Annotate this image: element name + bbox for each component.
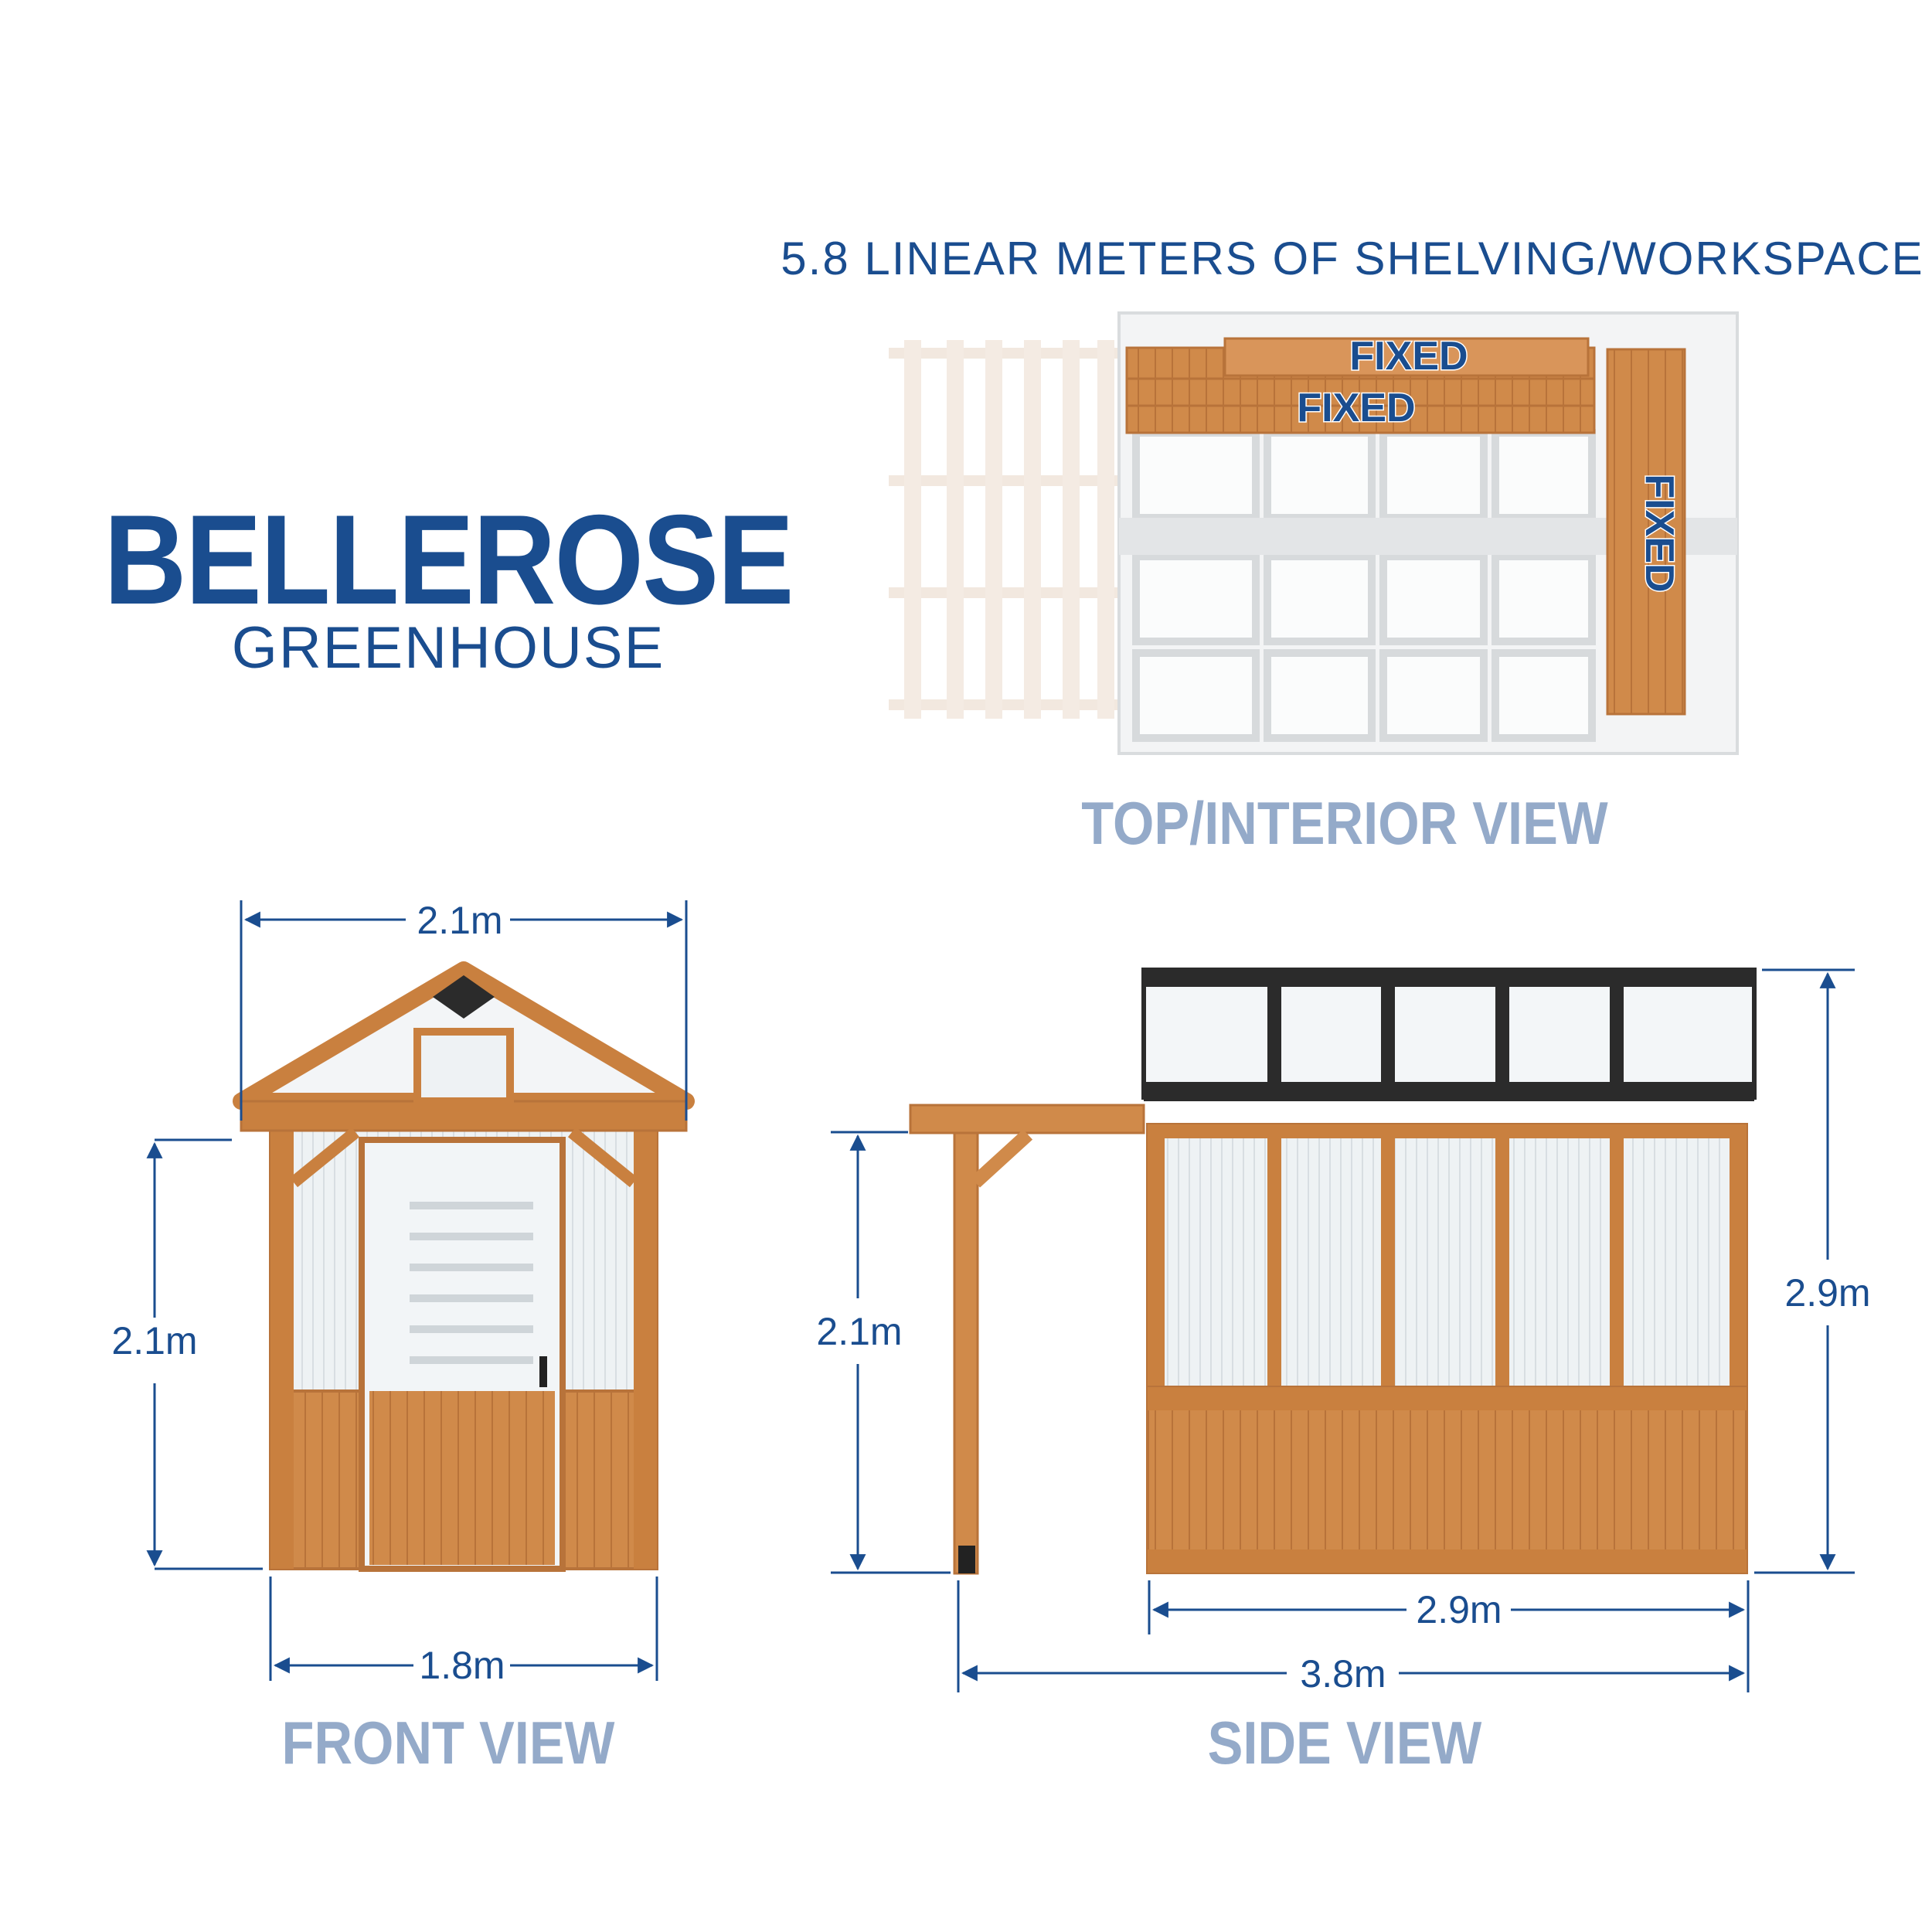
- brand-title: BELLEROSE: [104, 488, 794, 631]
- side-wall-height: 2.1m: [816, 1310, 902, 1353]
- shelf-label-lower: FIXED: [1297, 386, 1415, 430]
- shelving-headline: 5.8 LINEAR METERS OF SHELVING/WORKSPACE: [781, 233, 1924, 284]
- side-view-drawing: [909, 968, 1757, 1575]
- front-height: 2.1m: [111, 1319, 197, 1362]
- front-base-width: 1.8m: [419, 1644, 505, 1687]
- side-body-length: 2.9m: [1416, 1588, 1502, 1631]
- side-wall-panels: [1146, 1123, 1748, 1389]
- side-roof: [1141, 968, 1757, 1100]
- top-interior-view: FIXED FIXED FIXED: [889, 311, 1739, 755]
- side-shelf: [1606, 348, 1686, 716]
- front-view-label: FRONT VIEW: [281, 1709, 615, 1777]
- shelf-label-side: FIXED: [1637, 474, 1682, 592]
- pergola-plan: [889, 340, 1121, 719]
- side-total-length: 3.8m: [1300, 1652, 1386, 1696]
- pergola-beam: [909, 1104, 1145, 1134]
- door-handle-icon: [539, 1356, 547, 1387]
- brand-subtitle: GREENHOUSE: [231, 615, 665, 681]
- side-view-label: SIDE VIEW: [1207, 1709, 1482, 1777]
- side-dimensions: [831, 968, 1855, 1692]
- front-dimensions: [146, 900, 688, 1681]
- front-top-width: 2.1m: [417, 899, 502, 942]
- side-base-panel: [1146, 1386, 1748, 1574]
- upper-shelf: [1223, 337, 1590, 377]
- pergola-post: [953, 1131, 979, 1575]
- front-view-drawing: [233, 961, 695, 1572]
- side-total-height: 2.9m: [1784, 1271, 1870, 1315]
- top-view-label: TOP/INTERIOR VIEW: [1081, 789, 1608, 857]
- shelf-label-upper: FIXED: [1349, 334, 1468, 379]
